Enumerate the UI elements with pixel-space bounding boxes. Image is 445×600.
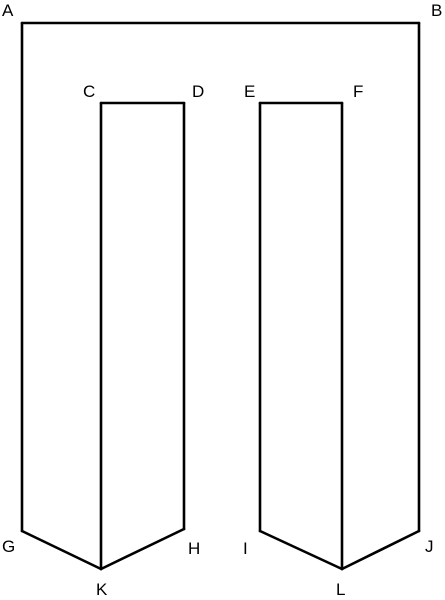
vertex-label-f: F [353,82,363,101]
vertex-label-k: K [96,580,108,599]
vertex-label-l: L [336,580,345,599]
edge-h-k [99,527,186,571]
vertex-label-j: J [425,537,434,556]
edge-j-l [340,529,421,571]
vertex-label-g: G [2,537,15,556]
edge-i-l [258,529,344,571]
vertex-label-h: H [188,539,200,558]
vertex-label-i: I [243,539,248,558]
vertex-label-d: D [192,82,204,101]
edge-g-k [20,529,103,571]
vertex-label-b: B [431,1,442,20]
vertex-label-c: C [83,82,95,101]
vertex-label-e: E [244,82,255,101]
vertex-label-a: A [2,1,14,20]
